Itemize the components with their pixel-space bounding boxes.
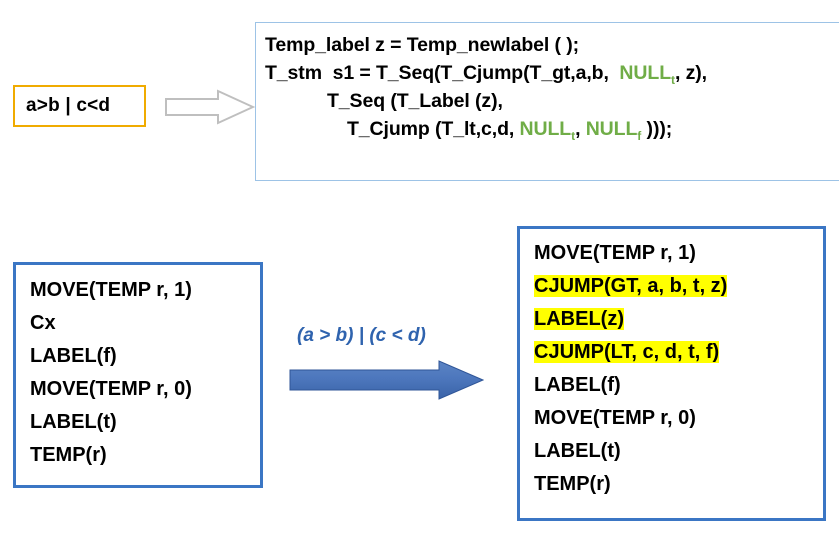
null-subscript: f (637, 128, 642, 143)
code-text: T_Cjump (T_lt,c,d, (347, 118, 520, 140)
code-text: T_Seq (T_Label (z), (327, 90, 503, 112)
code-text: ))); (641, 118, 673, 140)
code-line-3: T_Seq (T_Label (z), (265, 87, 839, 115)
list-item: MOVE(TEMP r, 0) (534, 402, 823, 435)
list-item: CJUMP(GT, a, b, t, z) (534, 270, 823, 303)
list-item: LABEL(f) (30, 345, 117, 367)
list-item-text: MOVE(TEMP r, 1) (534, 242, 696, 264)
list-item-text: TEMP(r) (534, 473, 611, 495)
list-item: LABEL(f) (534, 369, 823, 402)
list-item: TEMP(r) (534, 468, 823, 501)
transform-arrow-caption: (a > b) | (c < d) (297, 325, 426, 346)
code-line-1: Temp_label z = Temp_newlabel ( ); (265, 31, 839, 59)
ir-code-box: Temp_label z = Temp_newlabel ( ); T_stm … (255, 22, 839, 181)
list-item: MOVE(TEMP r, 1) (30, 279, 192, 301)
code-line-2: T_stm s1 = T_Seq(T_Cjump(T_gt,a,b, NULLt… (265, 59, 839, 87)
null-token: NULLt (619, 62, 675, 87)
solid-right-arrow-icon (289, 360, 485, 400)
null-token: NULLt (519, 118, 576, 143)
list-item-text: LABEL(z) (534, 308, 624, 330)
code-line-4: T_Cjump (T_lt,c,d, NULLt, NULLf ))); (265, 115, 839, 143)
list-item: MOVE(TEMP r, 0) (30, 378, 192, 400)
code-text: T_stm s1 = T_Seq(T_Cjump(T_gt,a,b, (265, 62, 620, 84)
list-item: LABEL(t) (534, 435, 823, 468)
list-item-text: LABEL(t) (534, 440, 621, 462)
list-item: TEMP(r) (30, 444, 107, 466)
source-expression-box: a>b | c<d (13, 85, 146, 127)
right-instruction-listing: MOVE(TEMP r, 1) CJUMP(GT, a, b, t, z) LA… (517, 226, 826, 521)
null-subscript: t (671, 72, 675, 87)
list-item-text: MOVE(TEMP r, 0) (534, 407, 696, 429)
list-item-text: CJUMP(GT, a, b, t, z) (534, 275, 728, 297)
null-token: NULLf (585, 118, 642, 143)
list-item: LABEL(z) (534, 303, 823, 336)
list-item: Cx (30, 312, 56, 334)
source-expression-text: a>b | c<d (26, 95, 111, 116)
list-item: LABEL(t) (30, 411, 117, 433)
list-item-text: CJUMP(LT, c, d, t, f) (534, 341, 720, 363)
code-text: , z), (674, 62, 707, 84)
code-text: Temp_label z = Temp_newlabel ( ); (265, 34, 580, 56)
left-instruction-listing: MOVE(TEMP r, 1) Cx LABEL(f) MOVE(TEMP r,… (13, 262, 263, 488)
list-item-text: LABEL(f) (534, 374, 621, 396)
hollow-right-arrow-icon (164, 88, 256, 126)
list-item: MOVE(TEMP r, 1) (534, 237, 823, 270)
code-text: , (575, 118, 586, 140)
null-subscript: t (571, 128, 576, 143)
list-item: CJUMP(LT, c, d, t, f) (534, 336, 823, 369)
